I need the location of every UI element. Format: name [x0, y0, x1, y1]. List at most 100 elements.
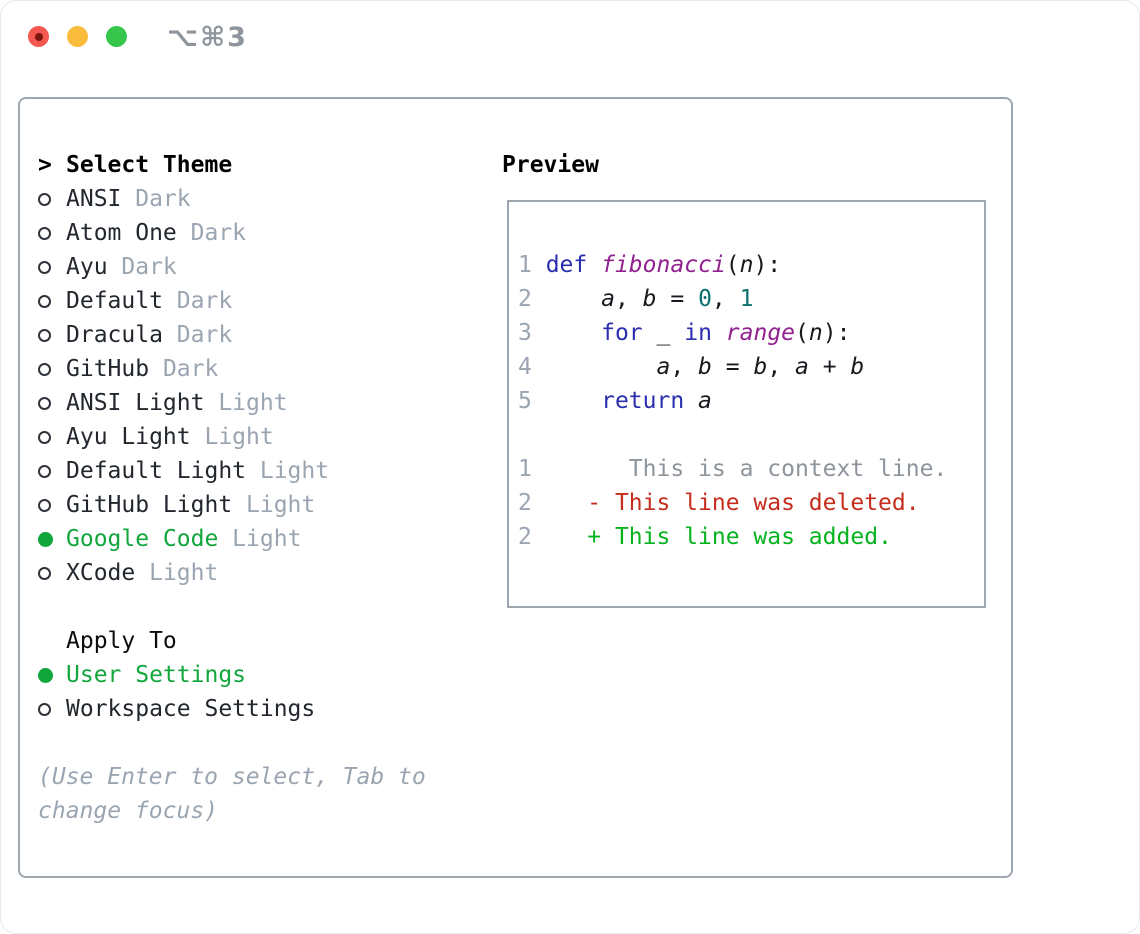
line-number: 2: [518, 524, 546, 550]
theme-option-ansi[interactable]: ANSI Dark: [38, 182, 426, 216]
code-token-text: a: [795, 354, 809, 380]
theme-variant-label: Dark: [162, 322, 233, 348]
preview-line: 1 This is a context line.: [518, 452, 984, 486]
spacer-row: [38, 726, 426, 760]
preview-title: Preview: [502, 152, 599, 178]
code-token-text: [546, 388, 601, 414]
theme-variant-label: Light: [246, 458, 330, 484]
line-number: 5: [518, 388, 546, 414]
code-token-text: [546, 354, 657, 380]
code-token-text: +: [808, 354, 851, 380]
theme-option-dracula[interactable]: Dracula Dark: [38, 318, 426, 352]
code-token-text: [546, 490, 588, 516]
code-token-context: This is a context line.: [628, 456, 948, 482]
maximize-button[interactable]: [106, 26, 127, 47]
line-number: [518, 422, 546, 448]
spacer-row: [38, 590, 426, 624]
code-token-number: 1: [739, 286, 754, 312]
window-title-shortcut: ⌥⌘3: [167, 22, 248, 53]
theme-name: Dracula: [66, 322, 163, 348]
theme-name: Default Light: [66, 458, 247, 484]
code-token-text: b: [698, 354, 712, 380]
theme-name: ANSI: [66, 186, 122, 212]
radio-icon: [38, 260, 51, 274]
unsaved-dot-icon: [34, 32, 43, 41]
line-number: 2: [518, 286, 546, 312]
close-button[interactable]: [28, 26, 49, 47]
theme-option-ayu[interactable]: Ayu Dark: [38, 250, 426, 284]
code-token-text: [546, 524, 588, 550]
radio-icon: [38, 396, 51, 410]
apply-option-user-settings[interactable]: User Settings: [38, 658, 426, 692]
theme-option-atom-one[interactable]: Atom One Dark: [38, 216, 426, 250]
apply-option-label: Workspace Settings: [66, 696, 316, 722]
focus-prompt-icon: >: [38, 152, 52, 178]
theme-option-ayu-light[interactable]: Ayu Light Light: [38, 420, 426, 454]
radio-icon: [38, 226, 51, 240]
line-number: 1: [518, 456, 546, 482]
theme-option-default[interactable]: Default Dark: [38, 284, 426, 318]
code-token-text: =: [656, 286, 699, 312]
code-token-text: b: [850, 354, 865, 380]
theme-name: GitHub Light: [66, 492, 233, 518]
theme-variant-label: Light: [190, 424, 274, 450]
code-token-text: [670, 320, 684, 346]
titlebar: ⌥⌘3: [0, 0, 1140, 74]
code-token-text: _: [656, 320, 671, 346]
code-token-text: n: [808, 320, 823, 346]
theme-option-google-code[interactable]: Google Code Light: [38, 522, 426, 556]
code-token-text: =: [711, 354, 754, 380]
preview-line: 5 return a: [518, 384, 984, 418]
line-number: 1: [518, 252, 546, 278]
theme-option-github-light[interactable]: GitHub Light Light: [38, 488, 426, 522]
theme-variant-label: Dark: [162, 288, 233, 314]
code-token-text: (: [795, 320, 809, 346]
theme-variant-label: Light: [218, 526, 302, 552]
code-token-keyword: def: [545, 252, 588, 278]
code-token-keyword: return: [601, 388, 685, 414]
theme-variant-label: Dark: [121, 186, 191, 212]
theme-option-xcode[interactable]: XCode Light: [38, 556, 426, 590]
apply-option-workspace-settings[interactable]: Workspace Settings: [38, 692, 426, 726]
select-theme-header: > Select Theme: [38, 148, 426, 182]
apply-to-title: Apply To: [66, 628, 177, 654]
select-theme-title: Select Theme: [66, 152, 233, 178]
theme-name: Google Code: [66, 526, 219, 552]
hint-text-line: change focus): [38, 798, 219, 824]
preview-line: [518, 418, 984, 452]
code-token-text: [587, 252, 601, 278]
code-token-number: 0: [698, 286, 712, 312]
preview-line: 2 - This line was deleted.: [518, 486, 984, 520]
code-token-text: [643, 320, 657, 346]
apply-option-label: User Settings: [66, 662, 247, 688]
preview-line: 2 + This line was added.: [518, 520, 984, 554]
theme-name: GitHub: [66, 356, 150, 382]
theme-option-default-light[interactable]: Default Light Light: [38, 454, 426, 488]
code-token-function: fibonacci: [601, 252, 726, 278]
code-token-text: ,: [670, 354, 699, 380]
code-token-text: [712, 320, 726, 346]
code-token-added: + This line was added.: [587, 524, 892, 550]
theme-option-ansi-light[interactable]: ANSI Light Light: [38, 386, 426, 420]
line-number: 2: [518, 490, 546, 516]
preview-line: 2 a, b = 0, 1: [518, 282, 984, 316]
theme-name: ANSI Light: [66, 390, 205, 416]
radio-icon: [38, 328, 51, 342]
theme-option-github[interactable]: GitHub Dark: [38, 352, 426, 386]
preview-line: 1 def fibonacci(n):: [518, 248, 984, 282]
radio-icon: [38, 464, 51, 478]
code-token-function: range: [725, 320, 796, 346]
code-token-text: [546, 286, 601, 312]
radio-icon: [38, 192, 51, 206]
radio-icon: [38, 702, 51, 716]
code-token-text: ,: [711, 286, 740, 312]
radio-icon: [38, 294, 51, 308]
apply-to-header: Apply To: [38, 624, 426, 658]
minimize-button[interactable]: [67, 26, 88, 47]
